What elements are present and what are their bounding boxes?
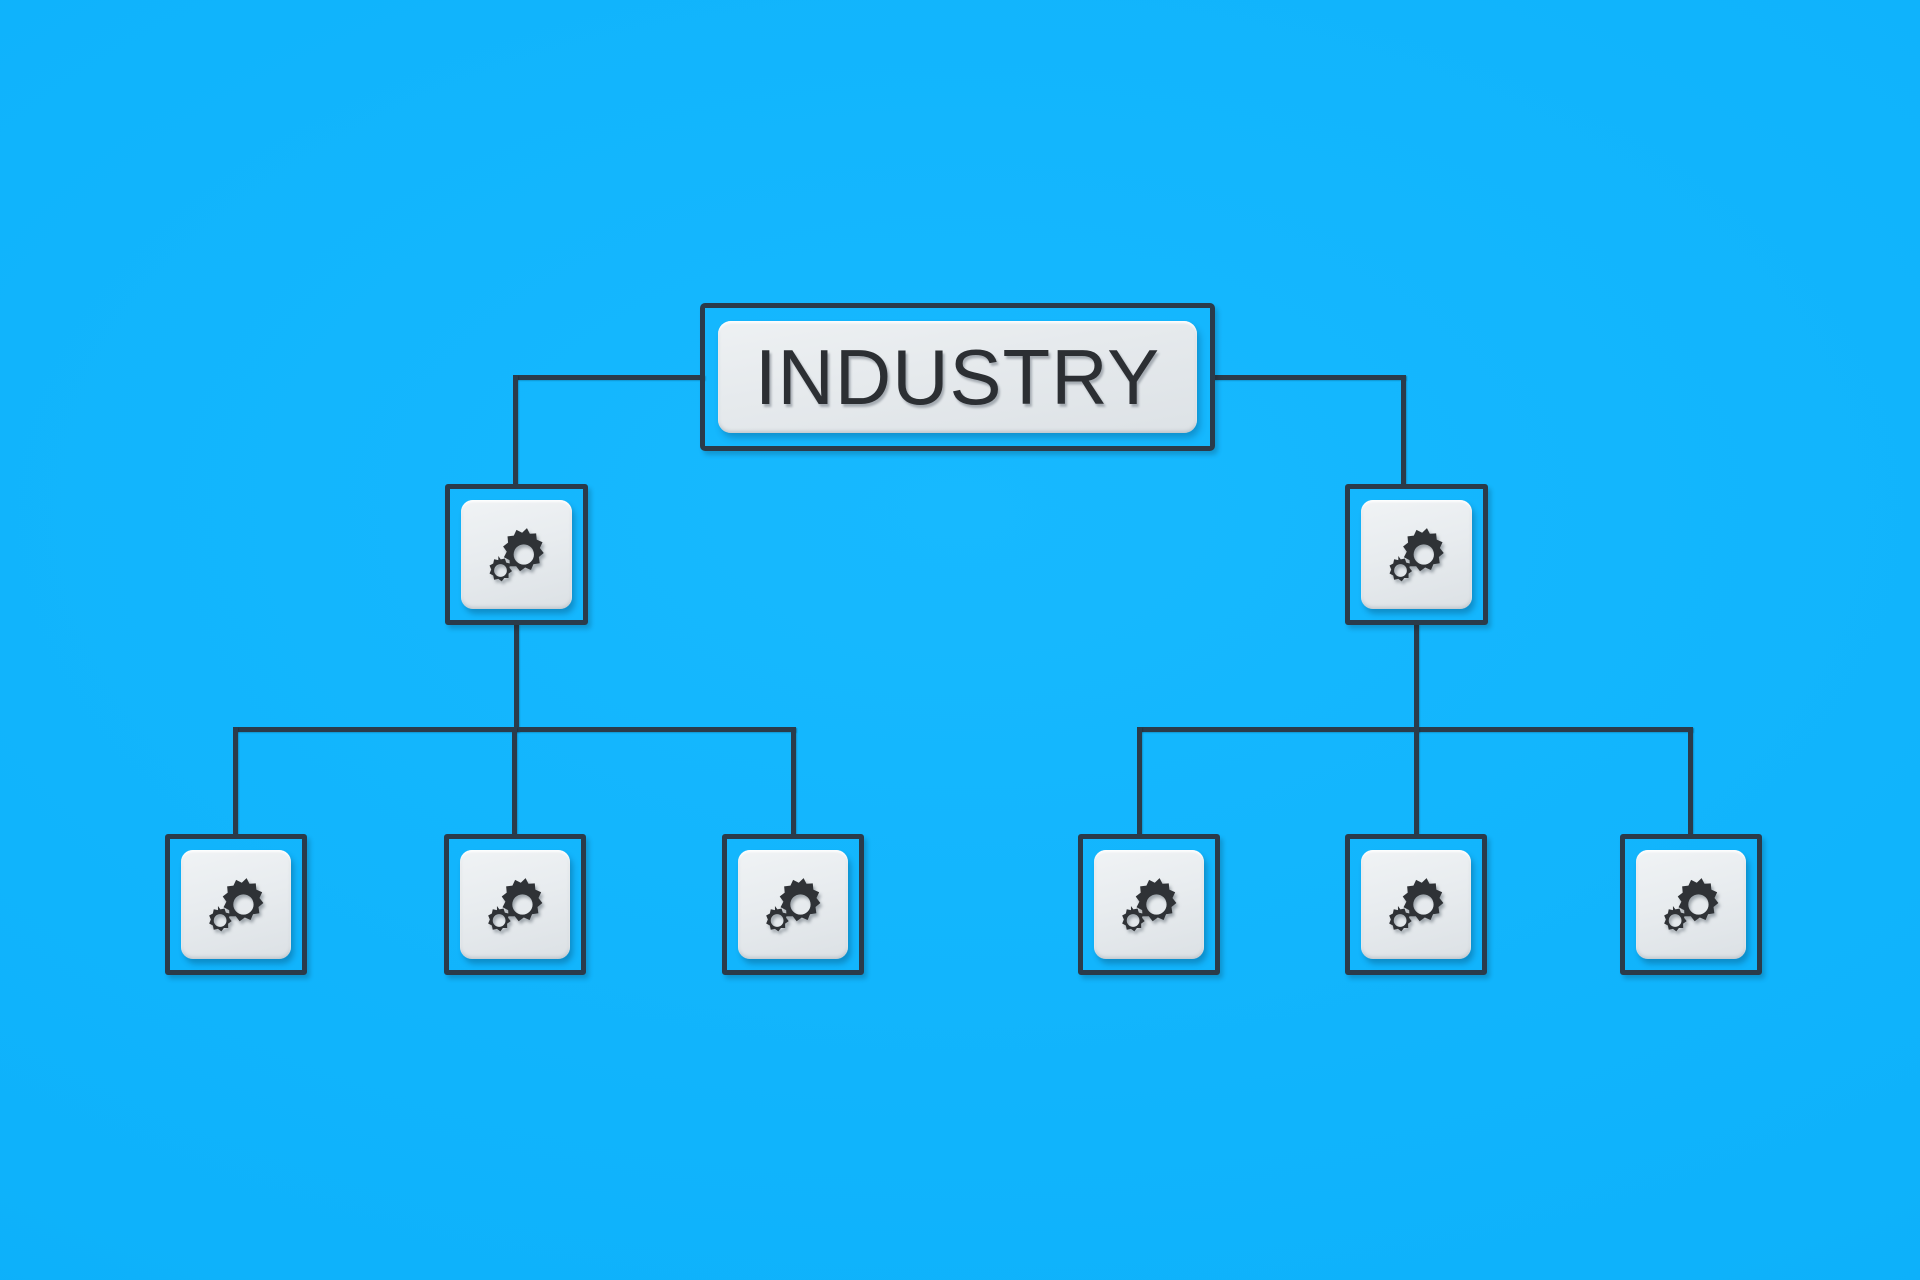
connector-leaf-3-drop xyxy=(791,727,796,837)
leaf-node-3[interactable] xyxy=(722,834,864,975)
branch-node-left-plate xyxy=(461,500,572,609)
connector-left-branch-drop xyxy=(514,622,519,732)
leaf-node-6-plate xyxy=(1636,850,1746,959)
connector-leaf-4-drop xyxy=(1137,727,1142,837)
connector-leaf-1-drop xyxy=(233,727,238,837)
leaf-node-4-plate xyxy=(1094,850,1204,959)
leaf-node-1[interactable] xyxy=(165,834,307,975)
connector-root-to-right-branch-horizontal xyxy=(1210,375,1406,380)
connector-leaf-6-drop xyxy=(1688,727,1693,837)
gears-icon xyxy=(1389,878,1444,932)
gears-icon xyxy=(488,878,543,932)
connector-root-to-right-branch-vertical xyxy=(1401,375,1406,487)
leaf-node-6[interactable] xyxy=(1620,834,1762,975)
branch-node-left[interactable] xyxy=(445,484,588,625)
connector-leaf-2-drop xyxy=(512,727,517,837)
root-node-plate: INDUSTRY xyxy=(718,321,1197,433)
root-node-industry[interactable]: INDUSTRY xyxy=(700,303,1215,451)
connector-right-branch-drop xyxy=(1414,622,1419,732)
page-title: INDUSTRY xyxy=(754,332,1161,421)
leaf-node-2-plate xyxy=(460,850,570,959)
gears-icon xyxy=(1664,878,1719,932)
leaf-node-4[interactable] xyxy=(1078,834,1220,975)
connector-root-to-left-branch-vertical xyxy=(513,375,518,487)
leaf-node-5-plate xyxy=(1361,850,1471,959)
leaf-node-2[interactable] xyxy=(444,834,586,975)
branch-node-right-plate xyxy=(1361,500,1472,609)
connector-leaf-5-drop xyxy=(1414,727,1419,837)
leaf-node-3-plate xyxy=(738,850,848,959)
connector-root-to-left-branch-horizontal xyxy=(513,375,705,380)
leaf-node-5[interactable] xyxy=(1345,834,1487,975)
gears-icon xyxy=(489,528,545,582)
gears-icon xyxy=(1389,528,1445,582)
leaf-node-1-plate xyxy=(181,850,291,959)
gears-icon xyxy=(766,878,821,932)
branch-node-right[interactable] xyxy=(1345,484,1488,625)
gears-icon xyxy=(209,878,264,932)
gears-icon xyxy=(1122,878,1177,932)
